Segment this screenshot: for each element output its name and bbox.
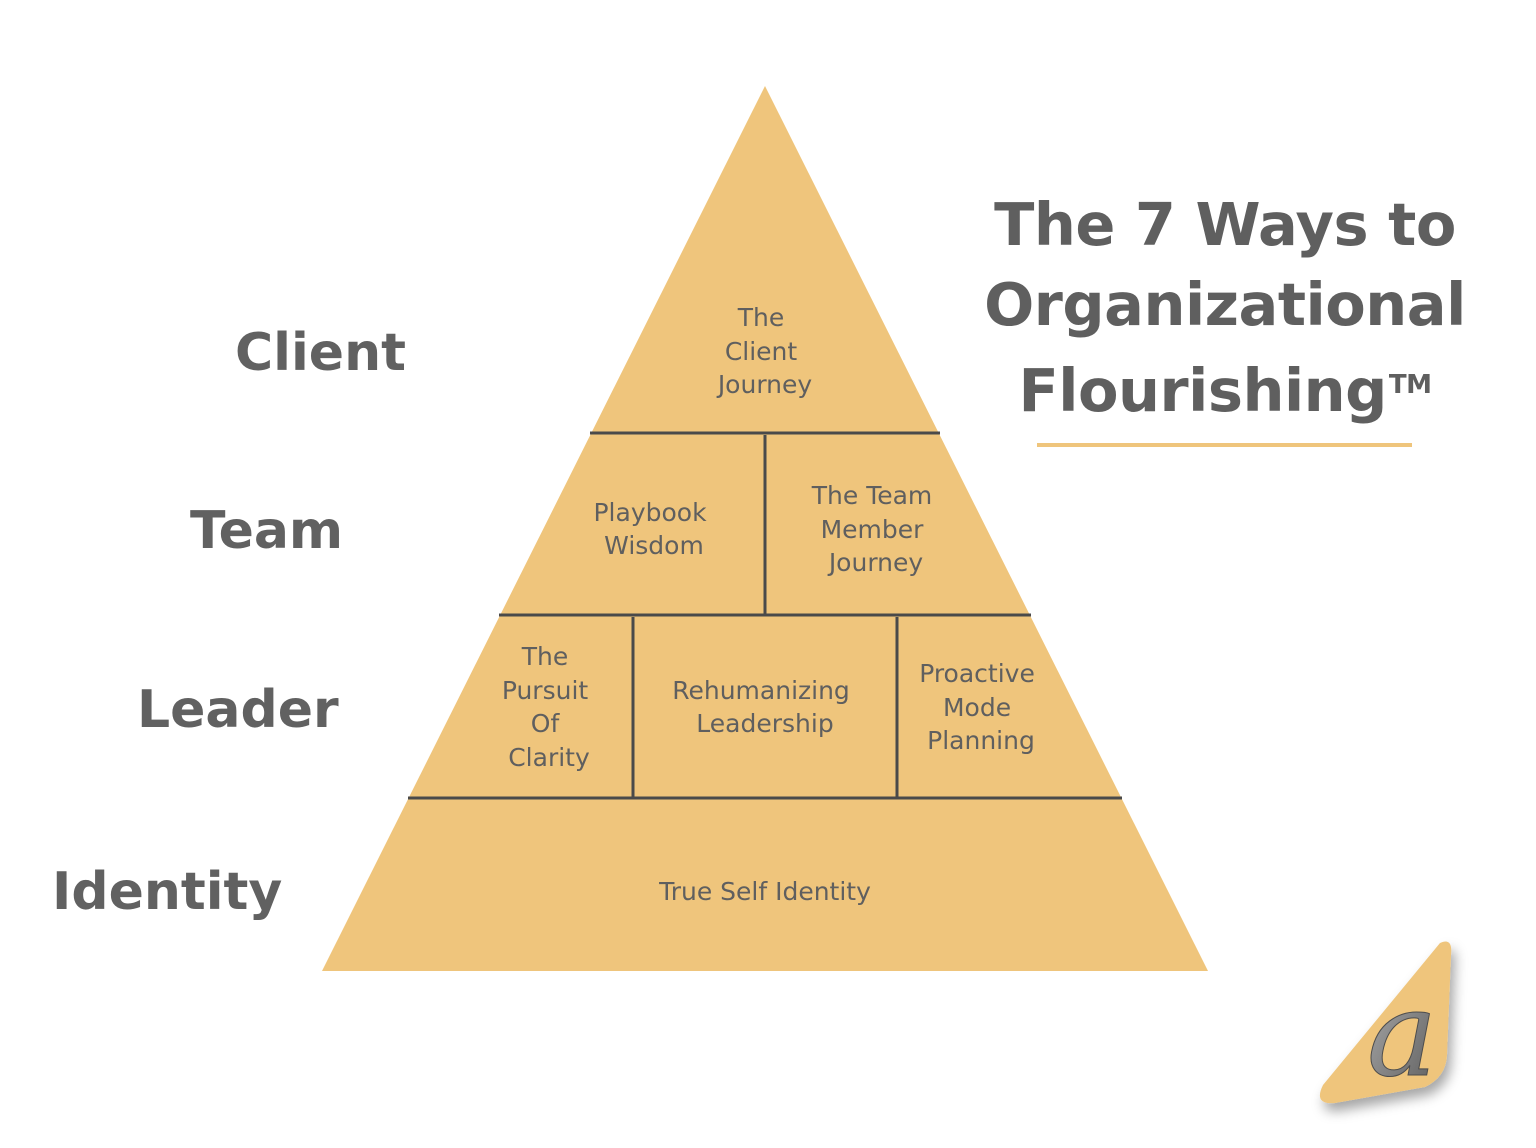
svg-text:a: a [1367, 965, 1437, 1103]
title-line-3-text: Flourishing [1018, 356, 1387, 425]
pyramid-dividers [408, 431, 1122, 800]
page-title: The 7 Ways to Organizational Flourishing… [975, 185, 1475, 431]
level-label-client: Client [235, 323, 406, 383]
title-line-1: The 7 Ways to [994, 190, 1456, 259]
a-letter-logo-icon: a [1319, 941, 1452, 1104]
title-line-3: FlourishingTM [975, 345, 1475, 431]
level-label-team: Team [190, 501, 344, 561]
title-line-2: Organizational [984, 270, 1466, 339]
block-team-member-journey: The Team Member Journey [811, 481, 940, 577]
block-pursuit-of-clarity: The Pursuit Of Clarity [502, 642, 596, 772]
block-playbook-wisdom: Playbook Wisdom [593, 498, 714, 560]
trademark-mark: TM [1388, 370, 1432, 400]
level-label-leader: Leader [137, 680, 339, 740]
block-rehumanizing-leadership: Rehumanizing Leadership [672, 676, 858, 738]
title-underline [1037, 443, 1412, 447]
block-client-journey: The Client Journey [716, 303, 813, 399]
level-label-identity: Identity [52, 862, 283, 922]
block-proactive-mode-planning: Proactive Mode Planning [919, 659, 1043, 755]
block-true-self-identity: True Self Identity [658, 877, 871, 906]
